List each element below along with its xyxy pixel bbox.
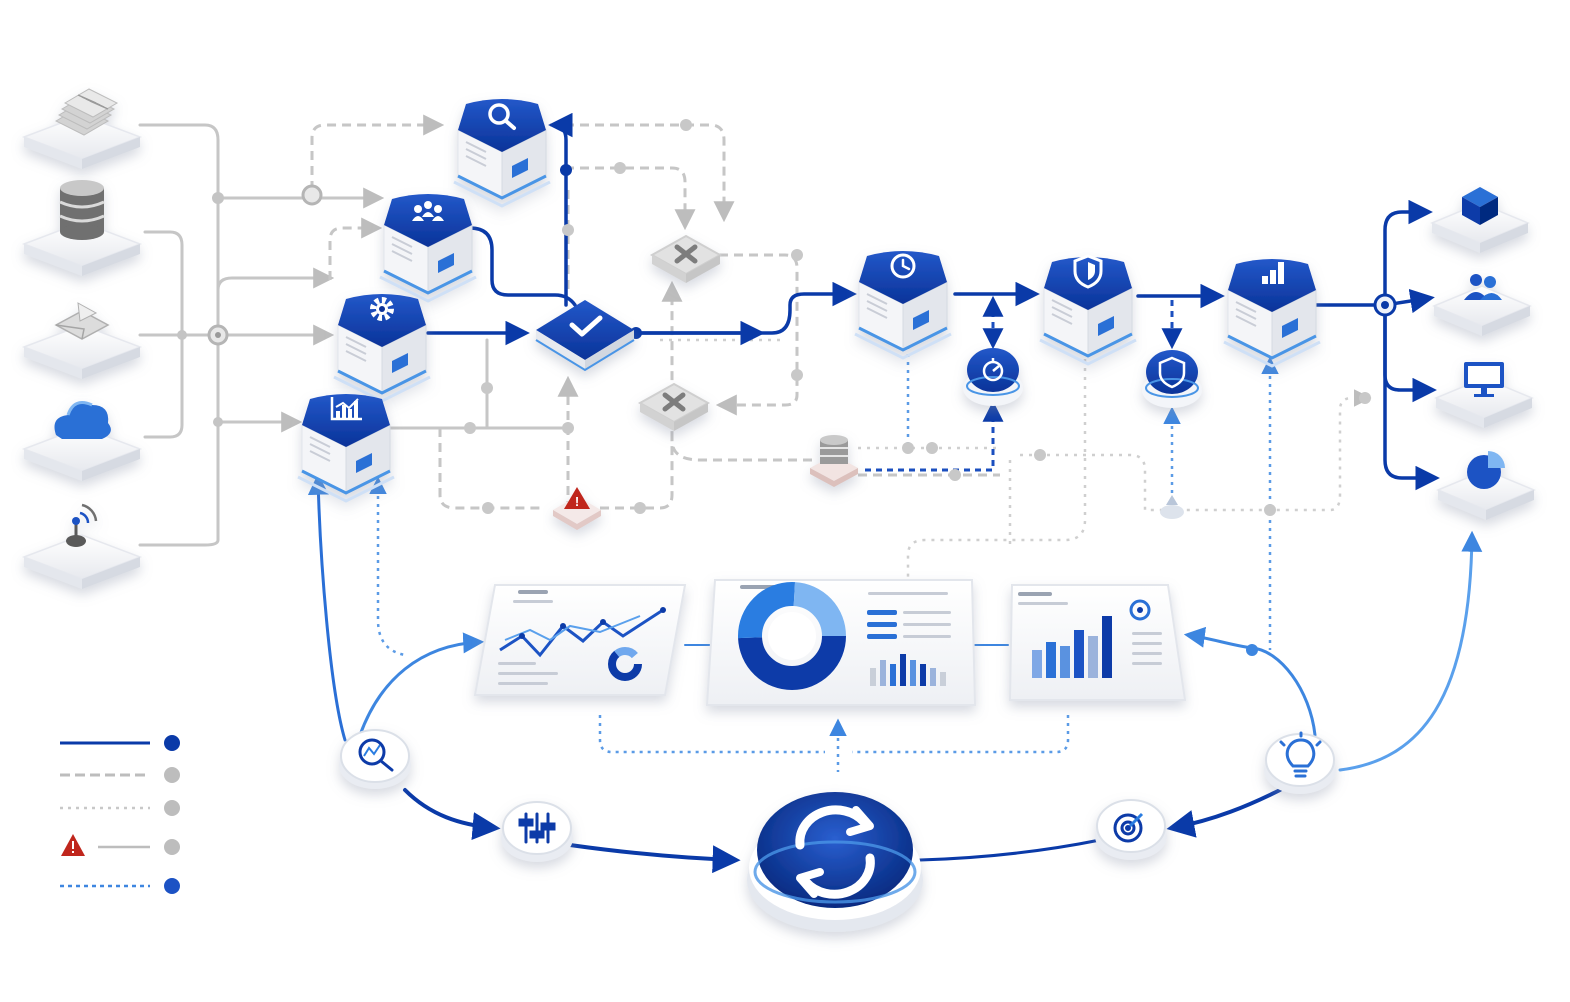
security-node[interactable] — [1142, 350, 1202, 408]
process-cube[interactable] — [297, 394, 395, 503]
insight-node[interactable] — [1264, 731, 1336, 794]
cycle-hub[interactable] — [747, 792, 923, 932]
dashboard-line-chart[interactable] — [473, 584, 687, 696]
source-platform[interactable] — [21, 401, 143, 481]
approval-node[interactable] — [535, 300, 635, 372]
legend-dotted-gray — [60, 800, 180, 816]
alert-node[interactable]: ! — [553, 487, 601, 530]
bar-chart-icon — [330, 397, 362, 421]
source-platform[interactable] — [21, 302, 143, 379]
sensor-icon — [66, 503, 98, 547]
output-platform[interactable] — [1434, 362, 1534, 428]
warning-icon — [564, 487, 590, 509]
shield-icon — [1158, 356, 1186, 389]
x-icon — [674, 244, 698, 264]
process-cube[interactable] — [1223, 259, 1321, 368]
envelope-icon — [54, 302, 110, 340]
goal-node[interactable] — [1095, 799, 1167, 860]
process-cube[interactable] — [379, 194, 477, 303]
adjust-node[interactable] — [501, 801, 573, 862]
refresh-cycle-icon — [795, 805, 875, 899]
search-icon — [488, 103, 516, 130]
small-gray-node — [1160, 495, 1184, 519]
legend-solid-blue — [60, 735, 180, 751]
stopwatch-icon — [982, 358, 1004, 382]
donut-chart-panel-icon — [738, 582, 951, 690]
process-nodes — [297, 99, 1321, 503]
outputs — [1430, 187, 1536, 520]
light-dotted-links — [369, 326, 1279, 772]
sliders-icon — [518, 812, 556, 844]
primary-flow — [426, 112, 1440, 491]
team-icon — [412, 201, 444, 221]
database-icon — [59, 180, 105, 240]
dashboard-bar-chart[interactable] — [1008, 584, 1187, 701]
gray-dashed-connectors — [310, 114, 1000, 510]
legend — [60, 735, 180, 894]
clock-icon — [890, 253, 916, 279]
pie-chart-icon — [1467, 451, 1505, 489]
output-platform[interactable] — [1436, 451, 1536, 520]
feedback-loop-lines — [307, 473, 1483, 874]
cloud-icon — [54, 401, 111, 439]
documents-icon — [54, 88, 119, 136]
process-cube[interactable] — [854, 251, 952, 360]
checkmark-icon — [569, 315, 603, 337]
x-icon — [662, 392, 686, 412]
users-icon — [1464, 274, 1502, 300]
junction-dots — [177, 119, 1397, 656]
output-platform[interactable] — [1430, 187, 1530, 253]
shield-icon — [1073, 254, 1103, 289]
process-cube[interactable] — [453, 99, 551, 208]
analyze-node[interactable] — [339, 729, 411, 789]
lightbulb-icon — [1279, 731, 1322, 778]
warning-glyph: ! — [575, 494, 579, 509]
bar-chart-panel-icon — [1018, 592, 1162, 678]
dashboard-donut-chart[interactable] — [705, 579, 977, 706]
process-cube[interactable] — [333, 294, 431, 403]
timer-node[interactable] — [963, 348, 1023, 406]
database-node[interactable] — [810, 435, 858, 487]
output-platform[interactable] — [1432, 274, 1532, 336]
reject-tile-1[interactable] — [649, 234, 723, 283]
monitor-icon — [1464, 362, 1504, 397]
database-icon — [820, 435, 848, 464]
reject-tile-2[interactable] — [637, 382, 711, 431]
source-platform[interactable] — [21, 180, 143, 276]
source-platform[interactable] — [21, 88, 143, 169]
cube-icon — [1462, 187, 1498, 225]
gear-icon — [370, 297, 394, 321]
legend-dotted-blue — [60, 878, 180, 894]
primary-dashed-links — [860, 295, 1183, 472]
trend-search-icon — [358, 738, 394, 772]
process-cube[interactable] — [1039, 254, 1137, 366]
data-sources — [21, 88, 143, 589]
line-chart-panel-icon — [498, 590, 666, 685]
legend-dashed-gray — [60, 767, 180, 783]
rising-bars-icon — [1262, 262, 1284, 284]
source-platform[interactable] — [21, 503, 143, 589]
target-icon — [1113, 812, 1144, 843]
legend-alert — [61, 834, 180, 856]
